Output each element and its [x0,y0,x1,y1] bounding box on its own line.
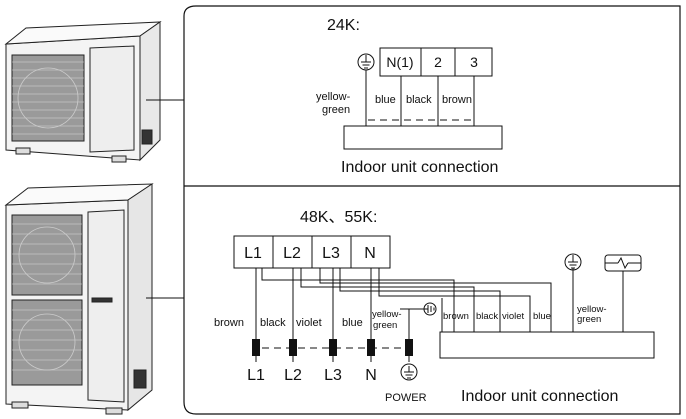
wire-label: yellow- [372,309,402,320]
wire-label: green [577,314,601,325]
wires-24k [365,70,475,126]
terminal-label: N(1) [386,54,413,70]
power-wire-stubs [255,356,410,362]
power-terminal-label: L3 [324,367,342,384]
power-label: POWER [385,392,427,404]
terminal-block-48k [233,235,391,269]
ground-icon [357,53,375,71]
wire-label: blue [375,94,396,106]
wire-label: black [260,317,286,329]
diagram-frame [183,5,681,415]
bottom-title: 48K、55K: [300,209,377,226]
wire-label: green [322,104,350,116]
wire-label: blue [533,311,551,322]
wire-label: yellow- [316,91,351,103]
ground-icon [400,363,418,381]
indoor-caption: Indoor unit connection [461,388,618,405]
wire-label: brown [443,311,469,322]
indoor-label-boxes [441,298,552,332]
terminal-label: L1 [244,245,262,262]
wire-label: black [476,311,498,322]
wire-label: yellow- [577,304,607,315]
wire-label: green [373,320,397,331]
wire-label: violet [296,317,322,329]
terminal-label: 2 [434,54,442,70]
fuse-icon [604,254,642,272]
ground-icon [400,302,437,318]
wire-label: violet [502,311,525,322]
terminal-label: N [364,245,376,262]
indoor-unit-box [439,331,655,359]
power-connectors [252,339,413,356]
wire-label: brown [442,94,472,106]
outdoor-unit-large [4,183,154,415]
terminal-label: L2 [283,245,301,262]
power-terminal-label: L2 [284,367,302,384]
power-terminal-label: N [365,367,377,384]
wire-label: brown [214,317,244,329]
terminal-label: 3 [470,54,478,70]
terminal-label: L3 [322,245,340,262]
wire-label: blue [342,317,363,329]
indoor-unit-box [343,125,503,150]
outdoor-unit-small [4,21,162,163]
indoor-caption: Indoor unit connection [341,159,498,176]
power-terminal-label: L1 [247,367,265,384]
top-title: 24K: [327,17,360,34]
wire-label: black [406,94,432,106]
ground-icon [564,253,582,271]
terminal-block-24k [379,47,493,77]
